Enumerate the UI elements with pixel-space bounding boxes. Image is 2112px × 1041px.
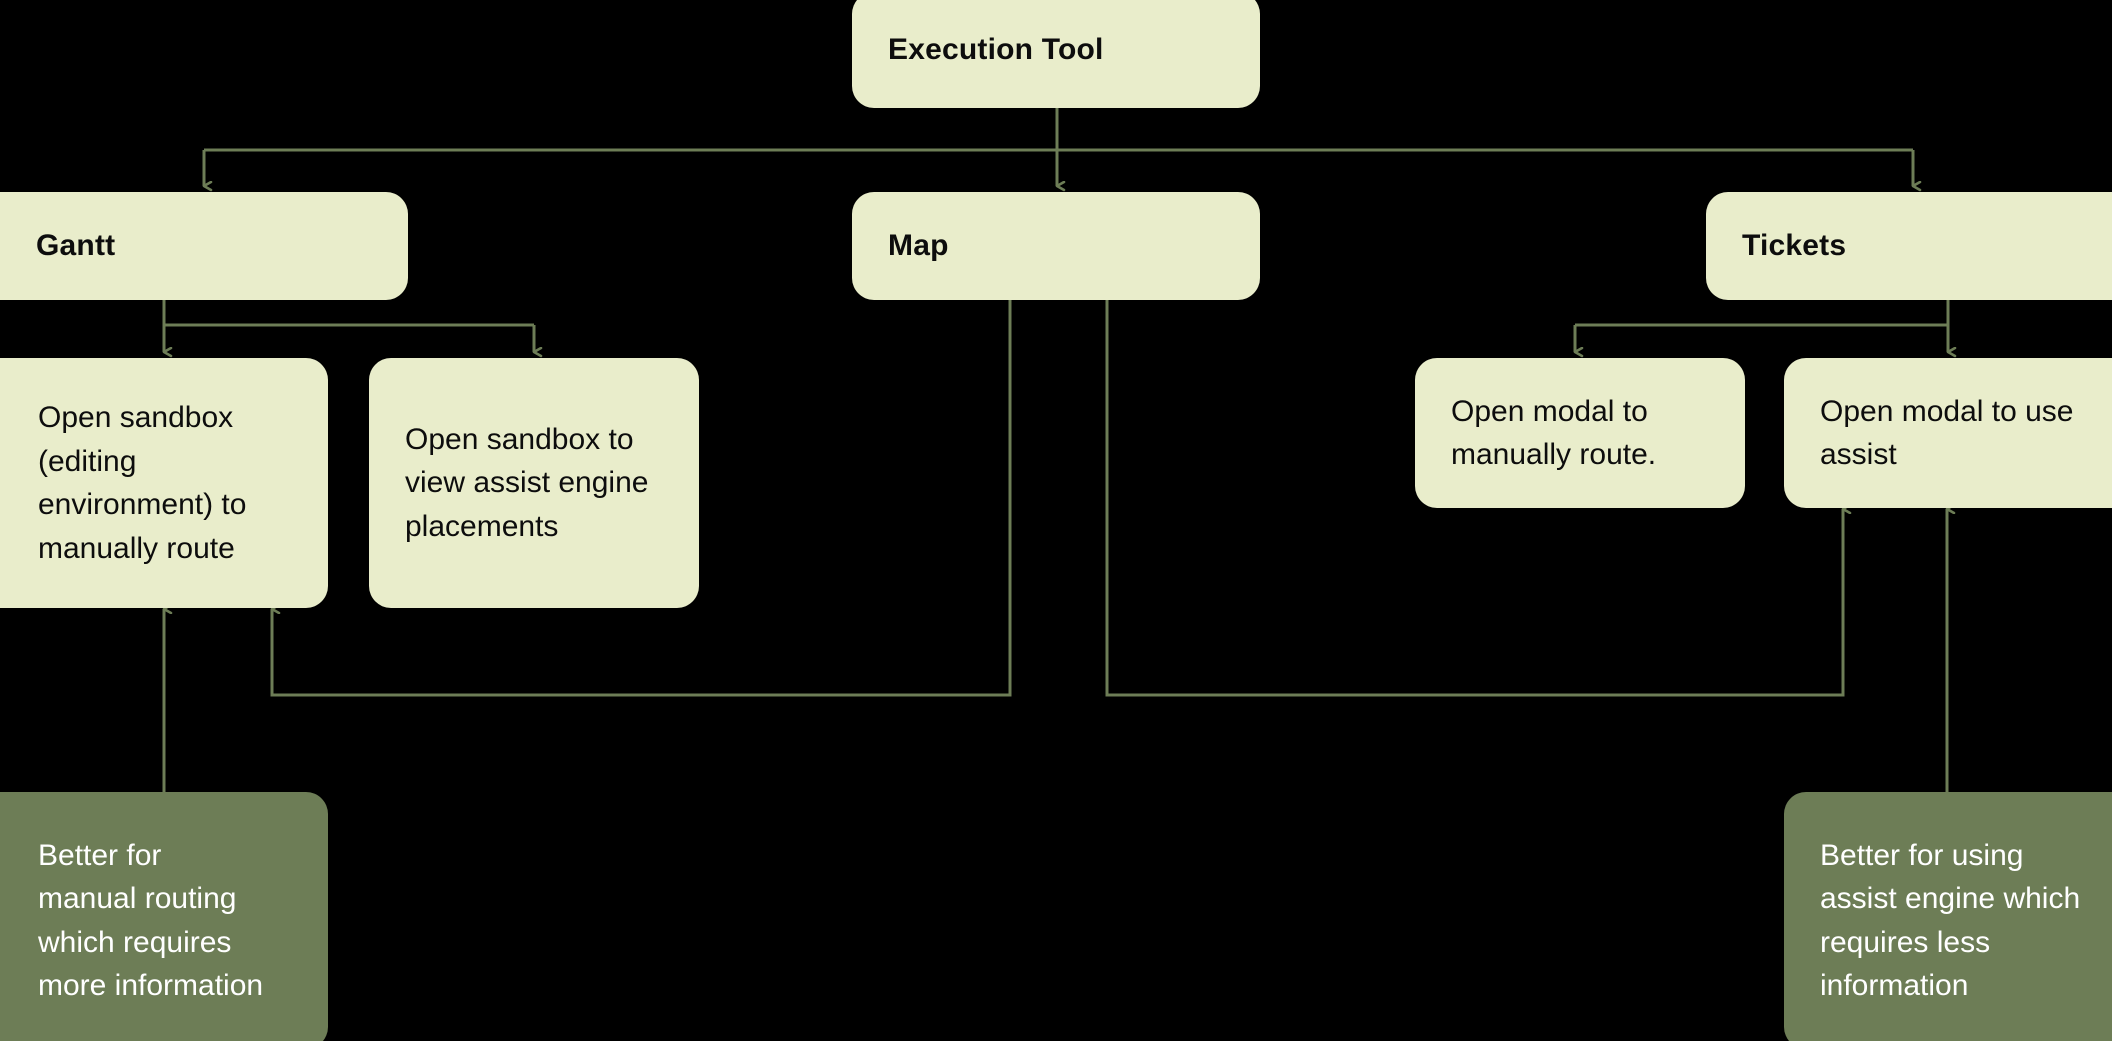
node-execution-tool[interactable]: Execution Tool xyxy=(852,0,1260,108)
node-map[interactable]: Map xyxy=(852,192,1260,300)
node-open-sandbox-view-assist[interactable]: Open sandbox to view assist engine place… xyxy=(369,358,699,608)
note-better-for-manual-routing-label: Better for manual routing which requires… xyxy=(38,838,264,1003)
node-tickets[interactable]: Tickets xyxy=(1706,192,2112,300)
note-better-for-manual-routing[interactable]: Better for manual routing which requires… xyxy=(0,792,328,1041)
node-execution-tool-label: Execution Tool xyxy=(888,33,1104,66)
note-better-for-assist-engine[interactable]: Better for using assist engine which req… xyxy=(1784,792,2112,1041)
node-map-label: Map xyxy=(888,229,949,262)
node-open-modal-use-assist[interactable]: Open modal to use assist xyxy=(1784,358,2112,508)
node-open-sandbox-manual-route-label: Open sandbox (editing environment) to ma… xyxy=(38,401,247,565)
node-open-modal-use-assist-label: Open modal to use assist xyxy=(1820,394,2074,472)
node-open-sandbox-manual-route[interactable]: Open sandbox (editing environment) to ma… xyxy=(0,358,328,608)
node-tickets-label: Tickets xyxy=(1742,229,1847,262)
node-gantt[interactable]: Gantt xyxy=(0,192,408,300)
node-gantt-label: Gantt xyxy=(36,229,116,262)
note-better-for-assist-engine-label: Better for using assist engine which req… xyxy=(1820,838,2081,1003)
node-open-sandbox-view-assist-label: Open sandbox to view assist engine place… xyxy=(405,422,649,543)
node-open-modal-manual-route-label: Open modal to manually route. xyxy=(1451,394,1657,472)
node-open-modal-manual-route[interactable]: Open modal to manually route. xyxy=(1415,358,1745,508)
